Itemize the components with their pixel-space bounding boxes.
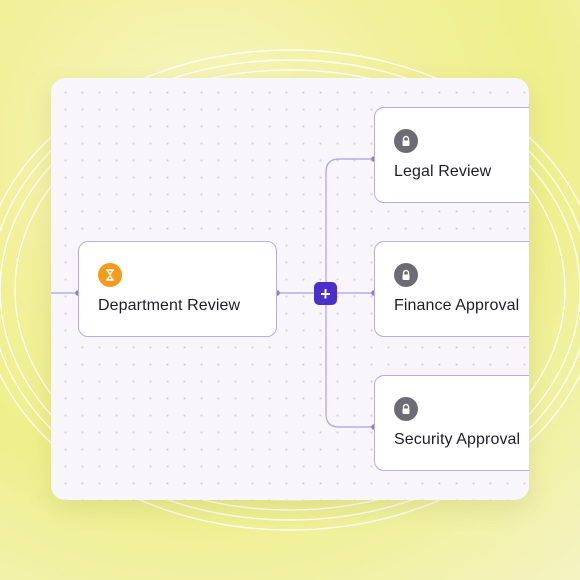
node-label: Security Approval: [394, 431, 521, 448]
lock-icon: [394, 129, 418, 153]
plus-icon: +: [320, 283, 331, 304]
node-legal-review[interactable]: Legal Review: [374, 107, 529, 203]
node-department-review[interactable]: Department Review: [78, 241, 277, 337]
node-security-approval[interactable]: Security Approval: [374, 375, 529, 471]
node-label: Department Review: [98, 297, 241, 314]
lock-icon: [394, 397, 418, 421]
node-label: Finance Approval: [394, 297, 520, 314]
node-finance-approval[interactable]: Finance Approval: [374, 241, 529, 337]
node-label: Legal Review: [394, 163, 492, 180]
workflow-canvas[interactable]: Department Review + Legal Review Finance…: [51, 78, 529, 500]
add-branch-button[interactable]: +: [314, 282, 337, 305]
hourglass-icon: [98, 263, 122, 287]
lock-icon: [394, 263, 418, 287]
